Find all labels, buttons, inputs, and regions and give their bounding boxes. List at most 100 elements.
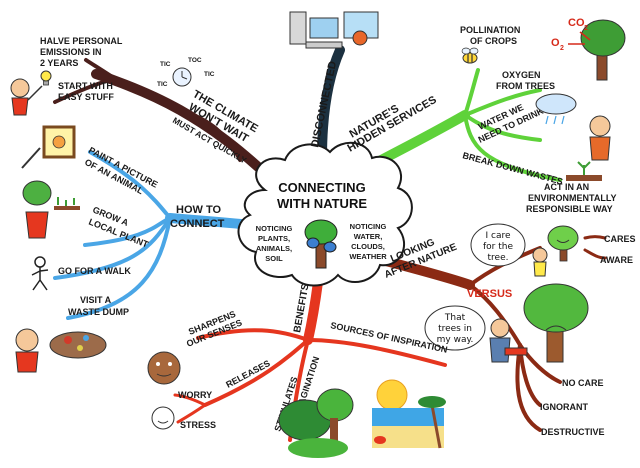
center-right-note-4: WEATHER: [349, 252, 387, 261]
stick-figure-icon: [31, 256, 49, 291]
o2-sub: 2: [560, 45, 564, 52]
branch-benefits-worry: [173, 393, 207, 407]
seedling-icon: [566, 161, 602, 181]
speech-trees-3: my way.: [437, 335, 474, 345]
speech-care-2: for the: [483, 242, 513, 252]
center-left-note-2: PLANTS,: [258, 234, 290, 243]
center-cloud: CONNECTING WITH NATURE NOTICING PLANTS, …: [237, 142, 413, 287]
connect-title-1: HOW TO: [176, 204, 221, 216]
climate-halve-1: HALVE PERSONAL: [40, 36, 123, 46]
benefits-group: BENEFITS SHARPENS OUR SENSES RELEASES WO…: [147, 283, 448, 458]
branch-services-water: [463, 113, 542, 142]
connect-walk: GO FOR A WALK: [58, 266, 131, 276]
looking-act-3: RESPONSIBLE WAY: [526, 204, 613, 214]
looking-aware: AWARE: [600, 255, 633, 265]
center-right-note-1: NOTICING: [350, 222, 387, 231]
branch-benefits-stress: [176, 403, 207, 424]
branch-benefits-releases: [203, 338, 310, 407]
potted-plant-icon: [22, 180, 52, 239]
speech-bubble-care: I care for the tree.: [470, 223, 526, 267]
child-icon: [532, 247, 548, 277]
branch-benefits-sources: [306, 338, 447, 367]
branch-connect-grow: [83, 216, 172, 247]
branch-cares: [583, 235, 607, 240]
jungle-trees-icon: [278, 388, 354, 458]
clock-tic-1: TIC: [160, 61, 171, 68]
sprouts-icon: [54, 197, 80, 210]
speech-care-3: tree.: [488, 253, 509, 263]
center-cloud-shape: [237, 142, 413, 287]
co2-label: CO: [568, 17, 585, 29]
clock-toc: TOC: [188, 57, 202, 64]
looking-act-2: ENVIRONMENTALLY: [528, 193, 617, 203]
person-icon: [10, 78, 43, 116]
chainsaw-man-icon: [489, 318, 528, 363]
climate-easy-1: START WITH: [58, 81, 113, 91]
services-oxygen-2: FROM TREES: [496, 81, 555, 91]
branch-services-pollination: [463, 68, 480, 117]
computer-icon: [289, 11, 379, 49]
branch-benefits-senses: [196, 328, 310, 342]
bee-icon: [461, 47, 479, 64]
climate-halve-2: EMISSIONS IN: [40, 47, 102, 57]
face-icon: [147, 351, 181, 385]
versus-label: VERSUS: [467, 288, 512, 300]
benefits-worry: WORRY: [178, 390, 212, 400]
co2-arrow-icon: [579, 31, 591, 41]
branch-aware: [583, 248, 607, 260]
center-title-line1: CONNECTING: [278, 180, 365, 195]
clock-tic-2: TIC: [204, 71, 215, 78]
branch-benefits: [303, 277, 323, 345]
water-person-icon: [589, 115, 611, 161]
branch-services-wastes: [463, 113, 562, 182]
branch-climate-halve: [84, 58, 122, 84]
services-oxygen-1: OXYGEN: [502, 70, 541, 80]
center-left-note-4: SOIL: [265, 254, 283, 263]
waste-pile-icon: [49, 331, 107, 359]
connect-dump-1: VISIT A: [80, 295, 112, 305]
looking-cares: CARES: [604, 234, 636, 244]
looking-destructive: DESTRUCTIVE: [541, 427, 605, 437]
tree-icon: [304, 219, 338, 269]
climate-easy-2: EASY STUFF: [58, 92, 114, 102]
face-icon-dump: [15, 328, 39, 373]
o2-label: O: [551, 37, 560, 49]
center-right-note-2: WATER,: [354, 232, 383, 241]
connect-dump-2: WASTE DUMP: [68, 307, 129, 317]
center-left-note-3: ANIMALS,: [256, 244, 292, 253]
services-pollination-2: OF CROPS: [470, 36, 517, 46]
light-bulb-icon: [40, 70, 52, 86]
co2-sub: 2: [584, 25, 588, 32]
branch-connect-dump: [66, 216, 172, 320]
calm-face-icon: [151, 406, 175, 430]
speech-trees-1: That: [444, 313, 466, 323]
branch-services-oxygen: [463, 88, 542, 117]
connect-title-2: CONNECT: [170, 218, 225, 230]
oxygen-tree-icon: [580, 19, 626, 81]
speech-bubble-trees: That trees in my way.: [424, 305, 486, 351]
looking-ignorant: IGNORANT: [540, 402, 588, 412]
branch-looking-down: [468, 283, 522, 347]
looking-act-1: ACT IN AN: [544, 182, 589, 192]
center-right-note-3: CLOUDS,: [351, 242, 385, 251]
center-left-note-1: NOTICING: [256, 224, 293, 233]
smiling-tree-icon: [547, 225, 579, 262]
speech-trees-2: trees in: [438, 324, 472, 334]
clock-tic-3: TIC: [157, 81, 168, 88]
easel-icon: [21, 125, 76, 169]
big-tree-icon: [523, 283, 589, 363]
cloud-rain-icon: [535, 93, 577, 125]
services-pollination-1: POLLINATION: [460, 25, 520, 35]
climate-halve-3: 2 YEARS: [40, 58, 78, 68]
branch-connect-walk: [53, 216, 172, 280]
branch-climate-easy: [53, 78, 112, 104]
clock-icon: [172, 67, 192, 87]
beach-icon: [372, 379, 446, 449]
benefits-stress: STRESS: [180, 420, 216, 430]
center-title-line2: WITH NATURE: [277, 196, 367, 211]
speech-care-1: I care: [485, 231, 510, 241]
branch-climate-sub: [178, 108, 242, 162]
branch-connect-paint: [88, 150, 172, 220]
